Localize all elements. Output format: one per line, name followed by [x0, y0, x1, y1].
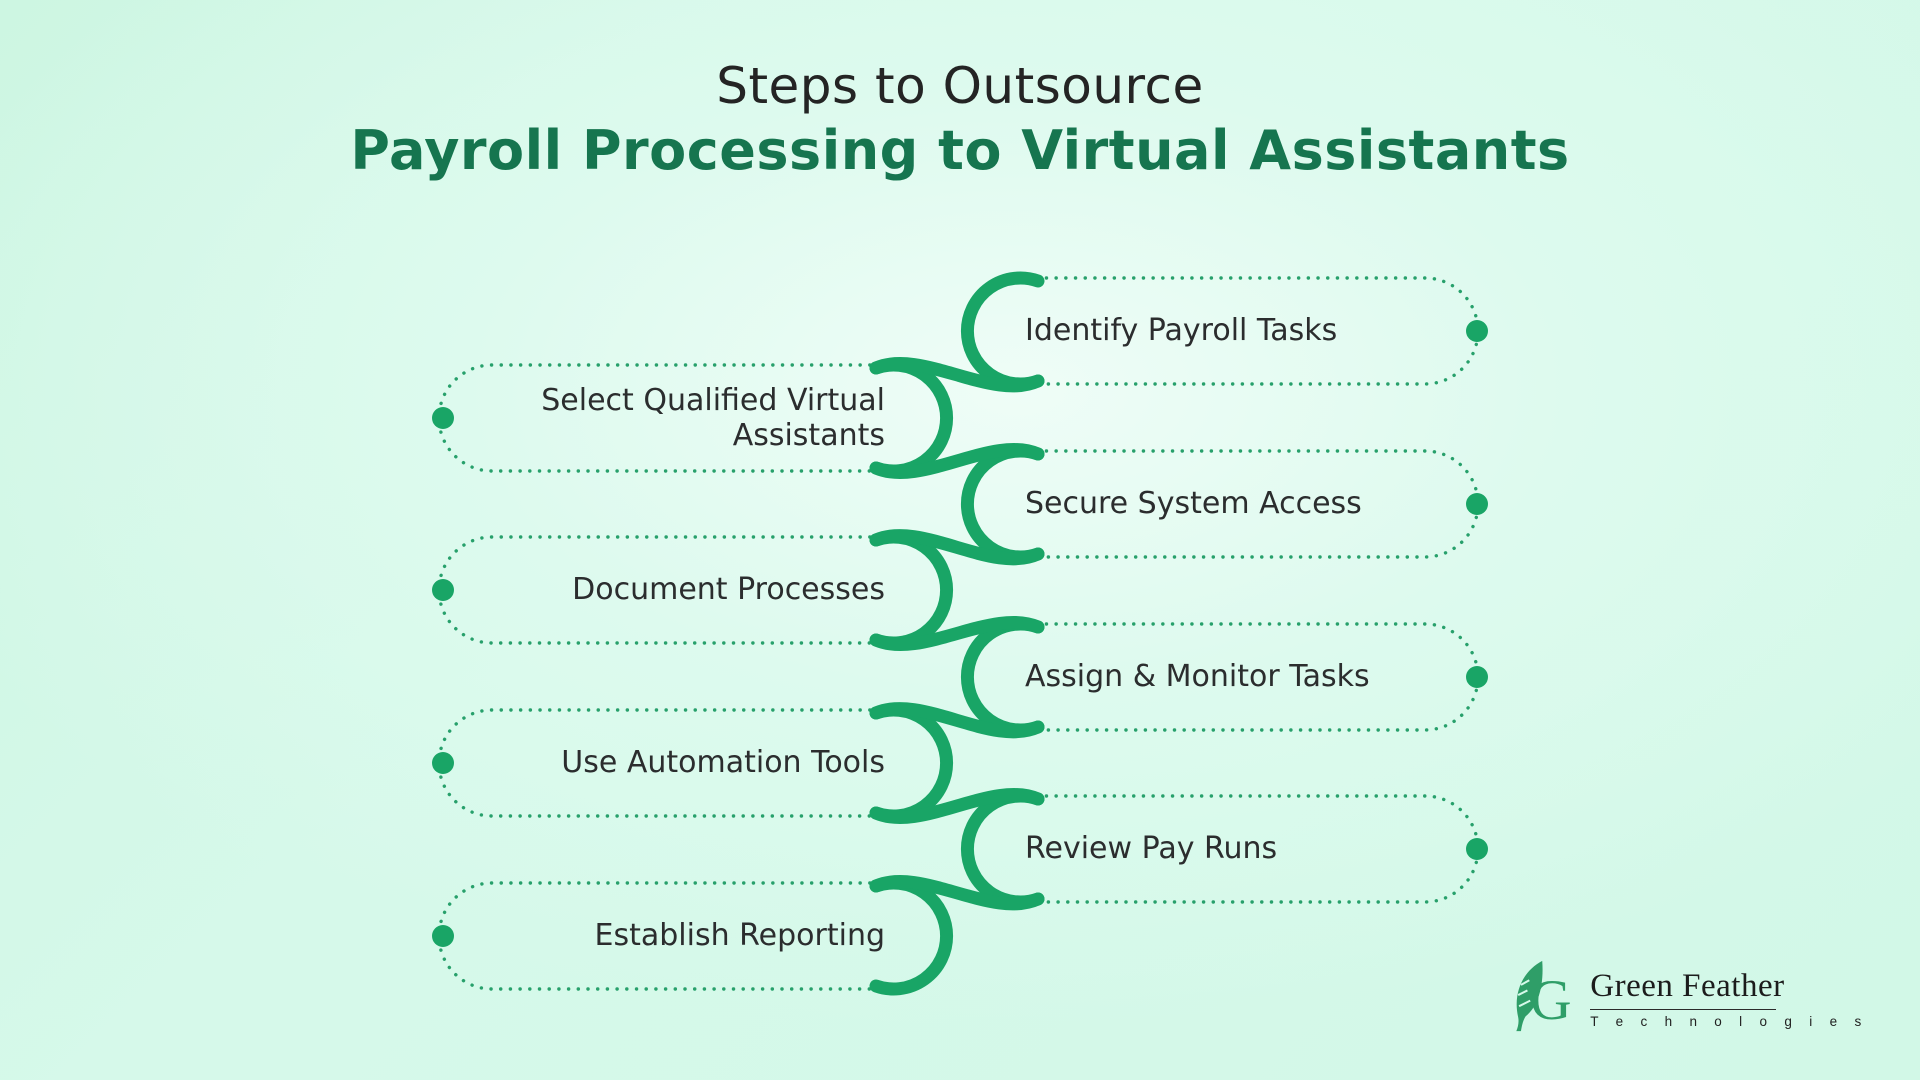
feather-icon [1516, 960, 1543, 1032]
dotted-border [437, 535, 901, 645]
step-label: Review Pay Runs [1025, 831, 1278, 867]
end-dot-icon [1466, 493, 1488, 515]
step-label: Document Processes [572, 572, 885, 608]
step-box-assign-monitor-tasks: Assign & Monitor Tasks [963, 622, 1500, 732]
dotted-border [1025, 449, 1480, 559]
dotted-border [1025, 794, 1480, 904]
step-box-outline [1025, 622, 1488, 732]
dotted-border [1025, 622, 1480, 732]
step-box-outline [432, 535, 901, 645]
step-box-establish-reporting: Establish Reporting [426, 881, 963, 991]
dotted-border [437, 881, 901, 991]
step-box-document-processes: Document Processes [426, 535, 963, 645]
step-box-secure-system-access: Secure System Access [963, 449, 1500, 559]
step-label: Secure System Access [1025, 486, 1362, 522]
dotted-border [437, 708, 901, 818]
end-dot-icon [432, 925, 454, 947]
brand-logo: G Green Feather T e c h n o l o g i e s [1508, 958, 1868, 1034]
logo-divider [1590, 1009, 1777, 1010]
step-label: Identify Payroll Tasks [1025, 313, 1338, 349]
title-block: Steps to Outsource Payroll Processing to… [0, 57, 1920, 182]
step-box-outline [432, 708, 901, 818]
brand-tagline: T e c h n o l o g i e s [1590, 1014, 1868, 1029]
step-label: Select Qualified Virtual Assistants [541, 382, 885, 453]
step-box-use-automation-tools: Use Automation Tools [426, 708, 963, 818]
step-box-outline [432, 881, 901, 991]
step-box-identify-payroll-tasks: Identify Payroll Tasks [963, 276, 1500, 386]
end-dot-icon [432, 752, 454, 774]
title-line-2: Payroll Processing to Virtual Assistants [350, 118, 1570, 182]
step-label: Assign & Monitor Tasks [1025, 659, 1370, 695]
feather-slits [1518, 979, 1531, 1008]
dotted-border [1025, 276, 1480, 386]
end-dot-icon [1466, 838, 1488, 860]
logo-text-block: Green Feather T e c h n o l o g i e s [1590, 958, 1868, 1029]
step-box-outline [432, 363, 901, 473]
step-box-outline [1025, 276, 1488, 386]
logo-monogram: G [1530, 969, 1571, 1032]
feather-g-logo-icon: G [1516, 960, 1572, 1032]
end-dot-icon [1466, 320, 1488, 342]
step-label: Use Automation Tools [561, 745, 885, 781]
step-box-outline [1025, 449, 1488, 559]
brand-name: Green Feather [1590, 968, 1785, 1004]
end-dot-icon [432, 579, 454, 601]
end-dot-icon [432, 407, 454, 429]
step-box-select-qualified-virtual-assistants: Select Qualified Virtual Assistants [426, 363, 963, 473]
step-label: Establish Reporting [594, 918, 885, 954]
title-line-1: Steps to Outsource [716, 57, 1204, 115]
dotted-border [437, 363, 901, 473]
step-box-outline [1025, 794, 1488, 904]
end-dot-icon [1466, 666, 1488, 688]
step-box-review-pay-runs: Review Pay Runs [963, 794, 1500, 904]
